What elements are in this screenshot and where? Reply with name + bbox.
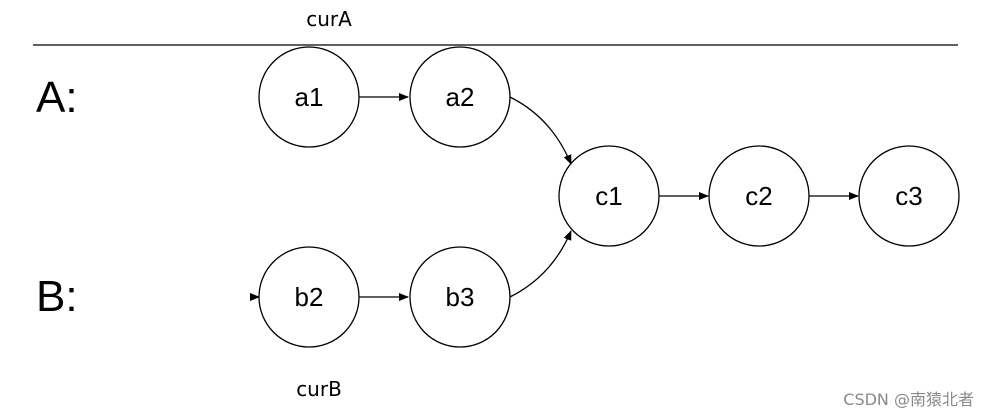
node-c1: c1: [558, 145, 660, 247]
node-a2-label: a2: [446, 82, 475, 112]
node-a2: a2: [409, 46, 511, 148]
cur-a-label: curA: [306, 7, 352, 31]
node-c2-label: c2: [745, 181, 772, 211]
node-b2: b2: [258, 246, 360, 348]
node-a1-label: a1: [295, 82, 324, 112]
node-c3: c3: [858, 145, 960, 247]
node-c3-label: c3: [895, 181, 922, 211]
node-b3: b3: [409, 246, 511, 348]
watermark-text: CSDN @南猿北者: [843, 390, 974, 409]
cur-b-label: curB: [296, 377, 342, 401]
node-c2: c2: [708, 145, 810, 247]
node-b3-label: b3: [446, 282, 475, 312]
row-label-a: A:: [36, 73, 78, 122]
edge-b3-c1: [509, 230, 572, 298]
node-b2-label: b2: [295, 282, 324, 312]
node-c1-label: c1: [595, 181, 622, 211]
node-a1: a1: [258, 46, 360, 148]
row-label-b: B:: [36, 272, 78, 321]
edge-a2-c1: [509, 96, 572, 165]
